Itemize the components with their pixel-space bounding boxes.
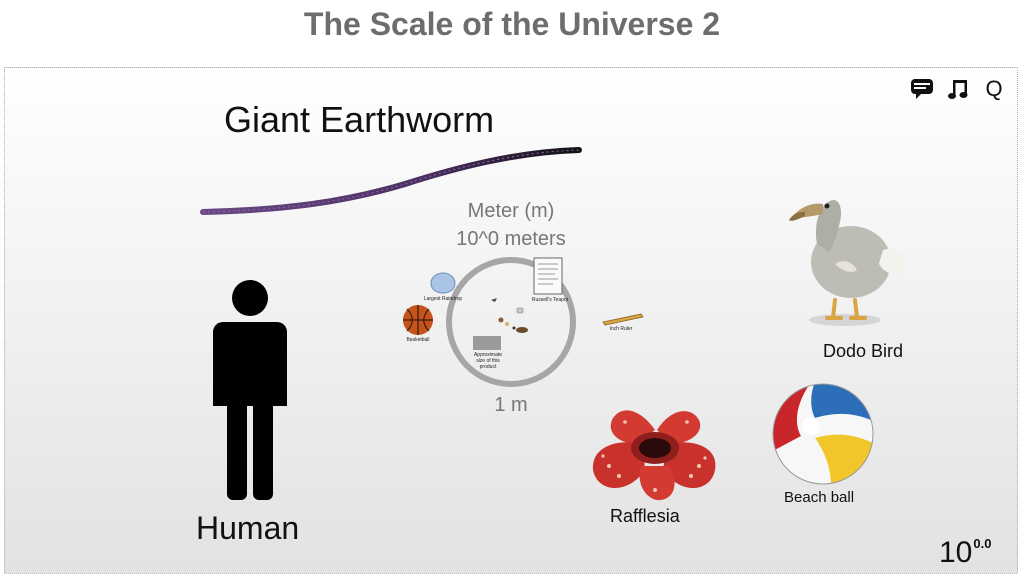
rafflesia-label: Rafflesia	[610, 506, 680, 526]
tiny-objects-cluster[interactable]	[487, 294, 537, 338]
music-note-icon[interactable]	[945, 76, 971, 102]
zoom-exponent-readout: 100.0	[939, 536, 991, 570]
rafflesia-image[interactable]	[583, 404, 725, 504]
beach-ball-label: Beach ball	[784, 489, 855, 506]
human-label: Human	[196, 510, 300, 546]
dodo-bird-label: Dodo Bird	[823, 341, 904, 361]
basketball-label: Basketball	[406, 337, 430, 343]
giant-earthworm-label: Giant Earthworm	[224, 99, 495, 140]
approx-size-image[interactable]	[473, 336, 501, 350]
meter-ring	[446, 257, 576, 387]
dodo-bird-image[interactable]	[783, 192, 923, 332]
scale-viewport[interactable]: Q Giant Earthworm Human Meter (m) 10^0 m…	[4, 67, 1018, 574]
largest-raindrop-label: Largest Raindrop	[423, 296, 463, 302]
unit-name-label: Meter (m)	[467, 200, 555, 222]
page-title: The Scale of the Universe 2	[303, 6, 721, 42]
beach-ball-image[interactable]	[771, 382, 875, 486]
approx-size-label: Approximate size of this product	[473, 352, 503, 370]
giant-earthworm-image[interactable]	[195, 140, 595, 220]
zoom-exponent: 0.0	[973, 536, 992, 551]
chat-bubble-icon[interactable]	[909, 76, 935, 102]
inch-ruler-image[interactable]	[602, 312, 644, 326]
largest-raindrop-image[interactable]	[429, 271, 457, 295]
inch-ruler-label: Inch Ruler	[609, 326, 633, 332]
human-silhouette[interactable]	[205, 278, 295, 503]
toolbar: Q	[909, 76, 1007, 102]
quality-q-button[interactable]: Q	[981, 76, 1007, 102]
power-of-ten-label: 10^0 meters	[456, 228, 566, 250]
zoom-base: 10	[939, 536, 973, 569]
basketball-image[interactable]	[402, 304, 434, 336]
quality-q-icon: Q	[985, 76, 1003, 101]
russells-teapot-label: Russell's Teapot	[531, 297, 569, 303]
russells-teapot-image[interactable]	[533, 257, 563, 295]
ring-size-label: 1 m	[494, 394, 528, 416]
